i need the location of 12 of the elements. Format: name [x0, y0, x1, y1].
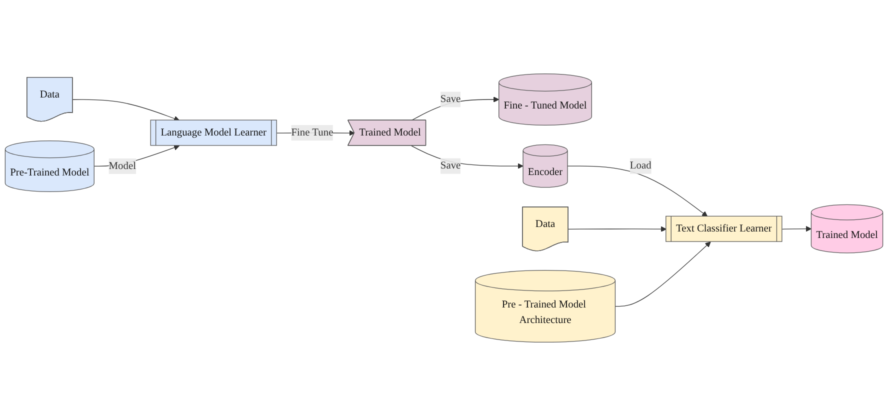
arrow	[568, 226, 666, 232]
edge-label: Model	[108, 160, 136, 172]
arrow	[411, 96, 500, 121]
edge-label: Save	[440, 94, 461, 105]
arrow	[411, 145, 524, 169]
arrow	[567, 166, 708, 217]
edge-label: Load	[630, 160, 652, 172]
edge-label: Fine Tune	[291, 126, 334, 138]
arrow	[72, 99, 180, 122]
arrow	[614, 242, 711, 307]
arrow	[782, 226, 812, 232]
edge-label: Save	[440, 160, 461, 172]
